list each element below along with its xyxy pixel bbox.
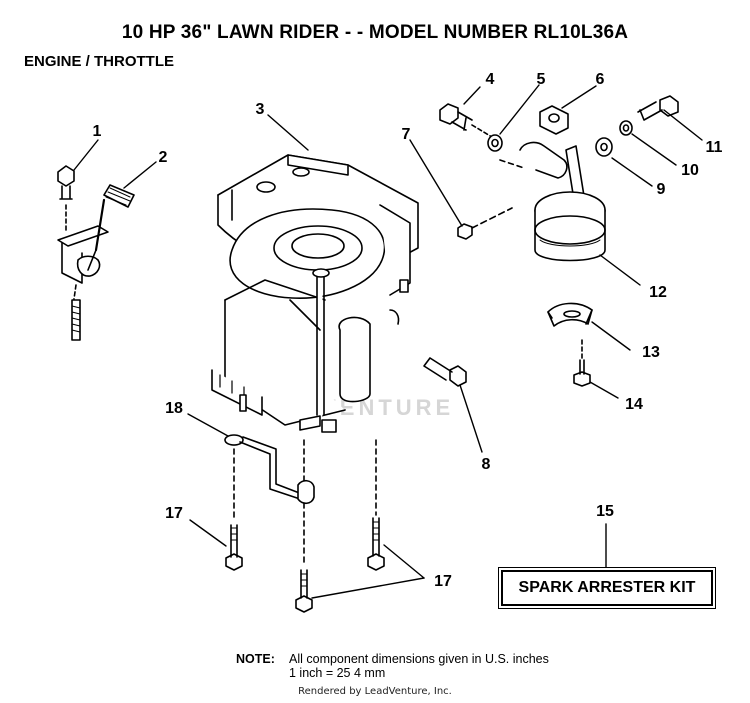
callout-18: 18 xyxy=(165,400,183,417)
deflector-part xyxy=(547,302,593,327)
callout-6: 6 xyxy=(596,71,605,88)
leader-lines xyxy=(73,84,703,599)
callout-2: 2 xyxy=(159,149,168,166)
callout-3: 3 xyxy=(256,101,265,118)
muffler-part xyxy=(499,141,606,262)
callout-8: 8 xyxy=(482,456,491,473)
callout-5: 5 xyxy=(537,71,546,88)
bracket-part xyxy=(224,434,315,505)
note-label: NOTE: xyxy=(236,652,275,666)
engine-part xyxy=(211,154,419,433)
diagram-title: 10 HP 36" LAWN RIDER - - MODEL NUMBER RL… xyxy=(121,22,629,43)
footer-credit: Rendered by LeadVenture, Inc. xyxy=(298,686,452,697)
dimension-note: NOTE: All component dimensions given in … xyxy=(236,652,549,680)
section-subtitle: ENGINE / THROTTLE xyxy=(24,53,174,70)
callout-14: 14 xyxy=(625,396,643,413)
callout-7: 7 xyxy=(402,126,411,143)
callout-12: 12 xyxy=(649,284,667,301)
throttle-control-part xyxy=(57,165,135,341)
callout-13: 13 xyxy=(642,344,660,361)
callout-17-right: 17 xyxy=(434,573,452,590)
hardware-parts xyxy=(225,95,679,613)
note-line-1: All component dimensions given in U.S. i… xyxy=(289,652,549,666)
spark-arrester-kit-box: SPARK ARRESTER KIT xyxy=(501,570,713,606)
callout-11: 11 xyxy=(706,139,723,156)
callout-10: 10 xyxy=(681,162,699,179)
callout-9: 9 xyxy=(657,181,666,198)
callout-1: 1 xyxy=(93,123,102,140)
note-line-2: 1 inch = 25 4 mm xyxy=(289,666,386,680)
callout-15: 15 xyxy=(596,503,614,520)
callout-4: 4 xyxy=(486,71,495,88)
callout-17-left: 17 xyxy=(165,505,183,522)
